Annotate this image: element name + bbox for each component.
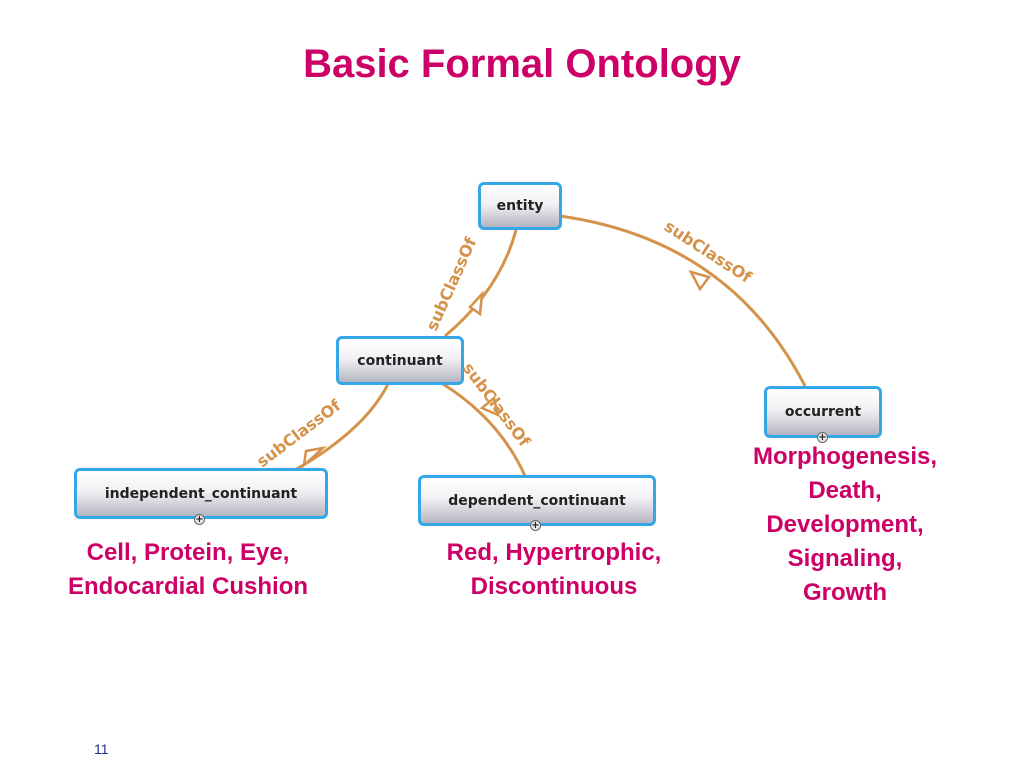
arrowhead-occurrent-entity — [688, 270, 712, 292]
example-line: Morphogenesis, — [752, 443, 938, 470]
node-occurrent[interactable]: occurrent — [764, 386, 882, 438]
slide-title: Basic Formal Ontology — [303, 42, 741, 86]
example-line: Death, — [808, 477, 882, 504]
node-independent-continuant[interactable]: independent_continuant — [74, 468, 328, 519]
arrowhead-continuant-entity — [468, 290, 484, 317]
edge-occurrent-entity — [559, 214, 807, 387]
independent-continuant-examples: Cell, Protein, Eye, Endocardial Cushion — [38, 536, 338, 604]
example-line: Growth — [803, 579, 887, 606]
node-dependent-continuant-label: dependent_continuant — [448, 492, 626, 509]
example-line: Cell, Protein, Eye, — [86, 539, 290, 566]
independent-continuant-expand-icon[interactable]: + — [194, 514, 205, 525]
node-dependent-continuant[interactable]: dependent_continuant — [418, 475, 656, 526]
edge-dependent-continuant — [442, 382, 527, 477]
occurrent-expand-icon[interactable]: + — [817, 432, 828, 443]
node-continuant[interactable]: continuant — [336, 336, 464, 385]
edge-label-continuant-entity: subClassOf — [422, 234, 480, 334]
example-line: Signaling, — [787, 545, 903, 572]
edge-continuant-entity — [444, 229, 518, 338]
page-number: 11 — [94, 741, 109, 757]
node-continuant-label: continuant — [357, 352, 443, 369]
dependent-continuant-examples: Red, Hypertrophic, Discontinuous — [404, 536, 704, 604]
example-line: Development, — [766, 511, 924, 538]
example-line: Red, Hypertrophic, — [446, 539, 662, 566]
occurrent-examples: Morphogenesis, Death, Development, Signa… — [715, 440, 975, 610]
node-occurrent-label: occurrent — [784, 404, 862, 420]
node-entity[interactable]: entity — [478, 182, 562, 230]
dependent-continuant-expand-icon[interactable]: + — [530, 520, 541, 531]
arrowhead-independent-continuant — [302, 446, 328, 469]
edge-label-independent-continuant: subClassOf — [253, 395, 345, 471]
node-entity-label: entity — [496, 198, 544, 214]
node-independent-continuant-label: independent_continuant — [104, 485, 298, 502]
example-line: Discontinuous — [470, 573, 638, 600]
example-line: Endocardial Cushion — [67, 573, 309, 600]
arrowhead-dependent-continuant — [479, 395, 500, 418]
